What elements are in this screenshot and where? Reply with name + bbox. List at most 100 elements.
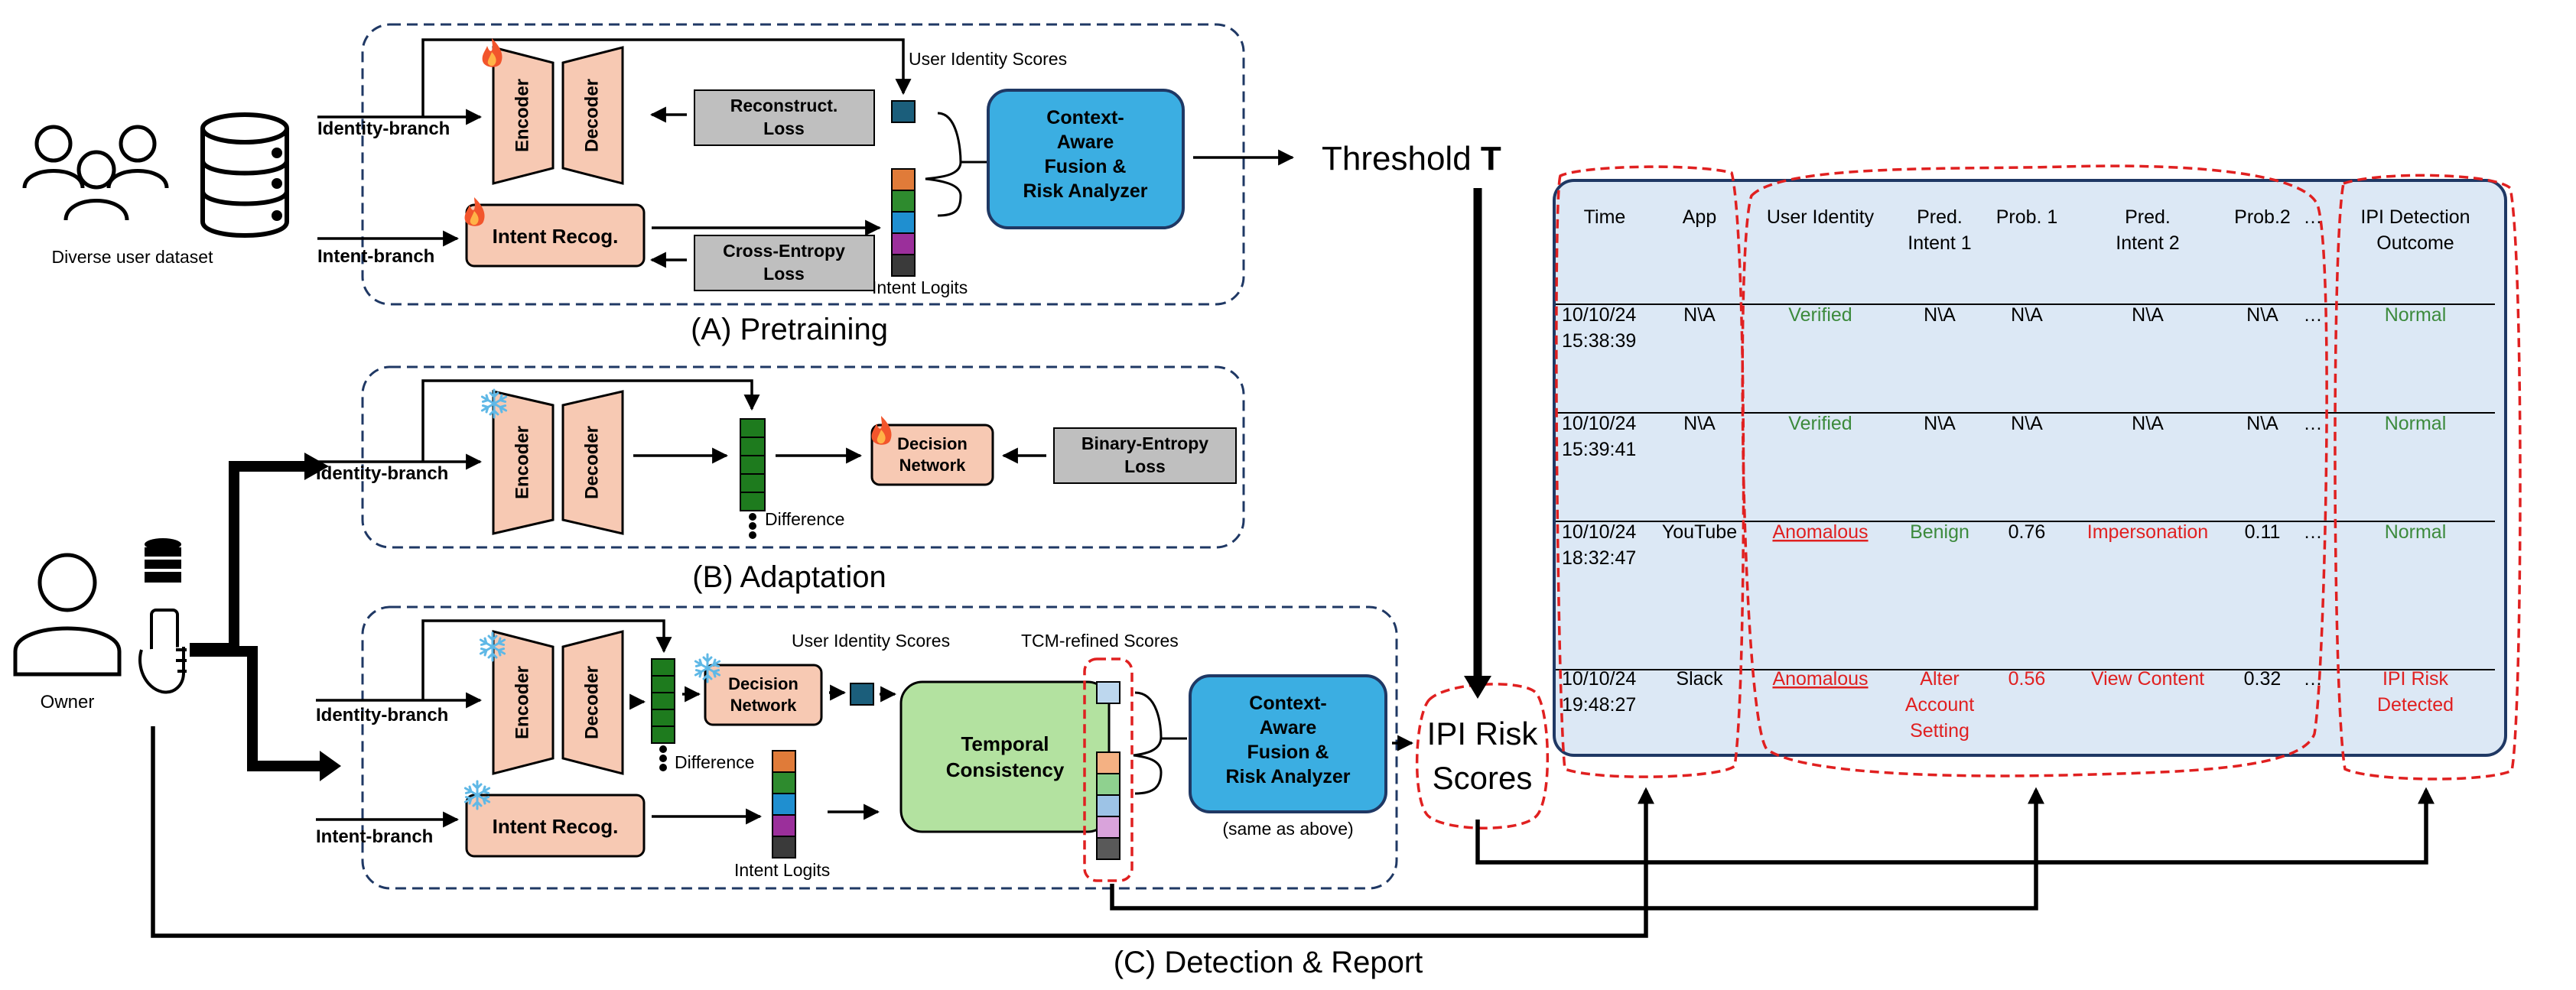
binary-loss-box [1053,427,1237,484]
table-cell-more: … [2304,304,2323,326]
decoder-label-b: Decoder [581,426,602,499]
threshold-symbol: T [1481,140,1501,177]
encoder-block-b [492,390,555,535]
intent-logits-stack-c [772,750,796,859]
table-cell-time: 10/10/24 [1562,304,1636,326]
difference-stack-b [740,418,766,539]
outcome-highlight [2334,174,2522,781]
fusion-a-line3: Fusion & [1045,156,1127,177]
fire-icon-intent-a [464,197,485,226]
threshold-label: Threshold T [1322,140,1501,177]
decoder-label-c: Decoder [581,666,602,739]
temporal-line1: Temporal [961,732,1049,755]
table-header-4: Prob. 1 [1996,206,2058,228]
tcm-identity-square [1096,681,1120,704]
table-cell-identity: Verified [1788,413,1852,434]
brace-c [1133,691,1163,795]
table-cell-intent1: Account [1905,694,1974,716]
table-cell-intent1: Benign [1910,521,1969,543]
intent-recog-box-c [465,794,646,858]
decoder-block-a [561,46,624,185]
table-cell-prob2: 0.11 [2245,521,2281,543]
binary-loss-line1: Binary-Entropy [1081,433,1208,453]
decision-network-box-c [704,664,823,726]
intent-recog-label-a: Intent Recog. [493,225,619,248]
table-cell-prob2: 0.32 [2244,668,2282,690]
table-cell-identity: Anomalous [1772,668,1868,690]
identity-branch-label-a: Identity-branch [317,118,450,139]
table-header-2: User Identity [1767,206,1875,228]
table-cell-prob1: 0.56 [2008,668,2046,690]
tcm-logits-stack [1096,751,1120,860]
table-header-3: Pred. [1917,206,1963,228]
table-cell-outcome: Detected [2377,694,2454,716]
table-cell-app: Slack [1676,668,1723,690]
difference-label-c: Difference [675,752,754,772]
section-a-frame [361,23,1245,306]
decoder-label-a: Decoder [581,79,602,152]
recon-loss-box [694,89,875,146]
identity-branch-label-b: Identity-branch [316,463,448,484]
difference-stack-c [651,658,675,771]
time-app-highlight [1555,165,1745,778]
encoder-block-c [492,630,555,775]
fusion-c-line1: Context- [1249,693,1326,714]
table-cell-intent1: N\A [1924,413,1956,434]
table-cell-time: 10/10/24 [1562,668,1636,690]
dataset-label: Diverse user dataset [52,247,214,267]
fusion-c-line4: Risk Analyzer [1225,766,1350,787]
recon-loss-line1: Reconstruct. [730,96,838,115]
small-database-icon [145,538,181,583]
fusion-a-line1: Context- [1046,107,1124,128]
table-cell-app: N\A [1683,413,1716,434]
decision-network-c-line2: Network [730,696,798,715]
table-cell-identity: Anomalous [1772,521,1868,543]
encoder-block-a [492,46,555,185]
table-cell-intent1: Alter [1920,668,1959,690]
decision-network-b-line1: Decision [897,434,968,453]
intent-branch-label-c: Intent-branch [316,826,433,847]
table-cell-outcome: IPI Risk [2382,668,2449,690]
encoder-label-a: Encoder [512,79,532,152]
table-cell-app: N\A [1683,304,1716,326]
decoder-block-c [561,630,624,775]
decision-network-b-line2: Network [899,456,967,475]
section-b-frame [361,365,1245,549]
table-cell-outcome: Normal [2385,413,2447,434]
table-cell-app: YouTube [1662,521,1737,543]
intent-logits-stack-a [891,168,916,277]
table-cell-intent2: N\A [2132,304,2164,326]
table-cell-intent1: N\A [1924,304,1956,326]
decision-network-c-line1: Decision [728,674,798,693]
hand-phone-icon [138,609,187,694]
table-header-8: IPI Detection [2360,206,2470,228]
report-table-panel [1553,179,2507,757]
table-cell-intent2: N\A [2132,413,2164,434]
user-identity-scores-label-a: User Identity Scores [909,49,1067,69]
brace-a [925,112,962,217]
user-identity-scores-label-c: User Identity Scores [792,631,950,651]
table-cell-intent2: Impersonation [2087,521,2208,543]
caption-detection: (C) Detection & Report [1114,946,1423,979]
owner-label: Owner [41,692,95,712]
decision-network-box-b [870,424,994,486]
table-cell-time: 15:38:39 [1562,330,1636,352]
intent-recog-label-c: Intent Recog. [493,815,619,838]
binary-loss-line2: Loss [1124,456,1166,476]
table-header-3: Intent 1 [1908,232,1971,254]
fusion-c-line3: Fusion & [1247,742,1329,763]
table-cell-intent2: View Content [2091,668,2204,690]
temporal-line2: Consistency [946,758,1065,781]
caption-adaptation: (B) Adaptation [692,560,886,594]
table-cell-time: 10/10/24 [1562,413,1636,434]
table-cell-prob1: N\A [2011,413,2043,434]
fusion-a-line4: Risk Analyzer [1023,180,1147,202]
table-cell-time: 19:48:27 [1562,694,1636,716]
table-header-5: Pred. [2125,206,2171,228]
table-cell-time: 18:32:47 [1562,547,1636,569]
scores-columns-highlight [1741,164,2328,777]
identity-score-square-a [891,100,916,123]
fusion-a-line2: Aware [1057,131,1114,153]
